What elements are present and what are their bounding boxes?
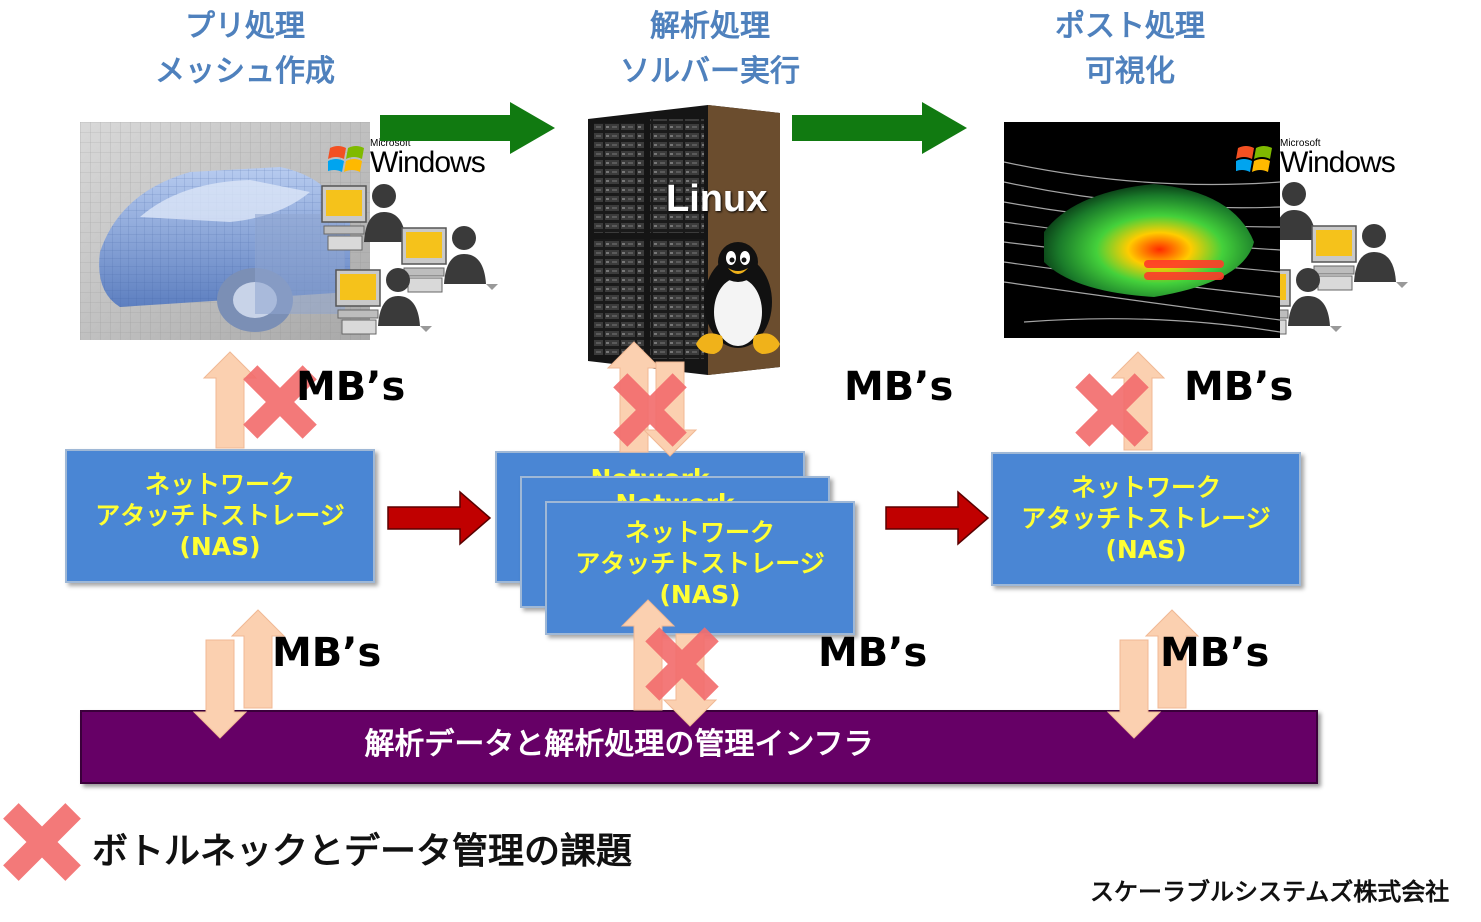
- tux-penguin-icon: [696, 242, 780, 354]
- windows-logo-pre: Microsoft Windows: [328, 138, 508, 182]
- bottleneck-x-icon-analysis-top: [613, 373, 687, 447]
- pre-processing-title-line1: プリ処理: [185, 9, 305, 44]
- nas-post-line1: ネットワーク: [1070, 473, 1221, 502]
- infra-label: 解析データと解析処理の管理インフラ: [364, 727, 874, 762]
- windows-small-label-pre: Microsoft: [370, 138, 411, 149]
- cfd-visualization-image: [1004, 122, 1280, 338]
- throughput-label-post-bottom: MB’s: [1160, 630, 1270, 676]
- post-processing-title-line1: ポスト処理: [1055, 9, 1205, 44]
- nas-analysis-line3: (NAS): [659, 580, 741, 609]
- throughput-label-pre-bottom: MB’s: [272, 630, 382, 676]
- throughput-label-pre-top: MB’s: [296, 364, 406, 410]
- post-processing-title: ポスト処理 可視化: [1010, 4, 1250, 94]
- throughput-label-post-top: MB’s: [1184, 364, 1294, 410]
- windows-label-pre: Windows: [370, 146, 486, 179]
- bottleneck-x-icon-analysis-bottom: [645, 627, 719, 701]
- transfer-arrow-post-bottom-down: [1106, 639, 1162, 739]
- nas-post-line2: アタッチトストレージ: [1021, 504, 1271, 533]
- nas-pre-line2: アタッチトストレージ: [95, 501, 345, 530]
- windows-label-post: Windows: [1280, 146, 1396, 179]
- pre-processing-title: プリ処理 メッシュ作成: [130, 4, 360, 94]
- nas-box-post: ネットワーク アタッチトストレージ (NAS): [991, 452, 1301, 586]
- legend-bottleneck-text: ボトルネックとデータ管理の課題: [92, 831, 633, 872]
- transfer-arrow-pre-up: [202, 351, 258, 449]
- nas-analysis-line1: ネットワーク: [624, 518, 775, 547]
- flow-arrow-analysis-to-post: [792, 102, 967, 154]
- transfer-arrow-post-bottom-up: [1144, 609, 1200, 709]
- windows-logo-post: Microsoft Windows: [1236, 138, 1426, 182]
- linux-label: Linux: [666, 178, 768, 220]
- post-processing-title-line2: 可視化: [1085, 54, 1175, 89]
- transfer-arrow-pre-bottom-up: [230, 609, 286, 709]
- nas-pre-line3: (NAS): [179, 532, 261, 561]
- bottleneck-x-icon-pre: [243, 365, 317, 439]
- bottleneck-x-icon-post: [1075, 373, 1149, 447]
- copy-arrow-pre-to-analysis: [387, 490, 492, 546]
- company-name: スケーラブルシステムズ株式会社: [1090, 878, 1450, 906]
- throughput-label-analysis-bottom: MB’s: [818, 630, 928, 676]
- legend-x-icon: [3, 803, 81, 881]
- windows-small-label-post: Microsoft: [1280, 138, 1321, 149]
- car-mesh-image: [80, 122, 370, 340]
- pre-processing-title-line2: メッシュ作成: [155, 54, 335, 89]
- analysis-title: 解析処理 ソルバー実行: [590, 4, 830, 94]
- nas-analysis-line2: アタッチトストレージ: [575, 549, 825, 578]
- flow-arrow-pre-to-analysis: [380, 102, 555, 154]
- management-infrastructure-bar: 解析データと解析処理の管理インフラ: [80, 710, 1318, 784]
- analysis-title-line2: ソルバー実行: [620, 54, 800, 89]
- nas-post-line3: (NAS): [1105, 535, 1187, 564]
- transfer-arrow-pre-bottom-down: [192, 639, 248, 739]
- throughput-label-analysis-top: MB’s: [844, 364, 954, 410]
- analysis-title-line1: 解析処理: [650, 9, 770, 44]
- nas-pre-line1: ネットワーク: [144, 470, 295, 499]
- copy-arrow-analysis-to-post: [885, 490, 990, 546]
- nas-box-analysis-front: ネットワーク アタッチトストレージ (NAS): [545, 501, 855, 635]
- nas-box-pre: ネットワーク アタッチトストレージ (NAS): [65, 449, 375, 583]
